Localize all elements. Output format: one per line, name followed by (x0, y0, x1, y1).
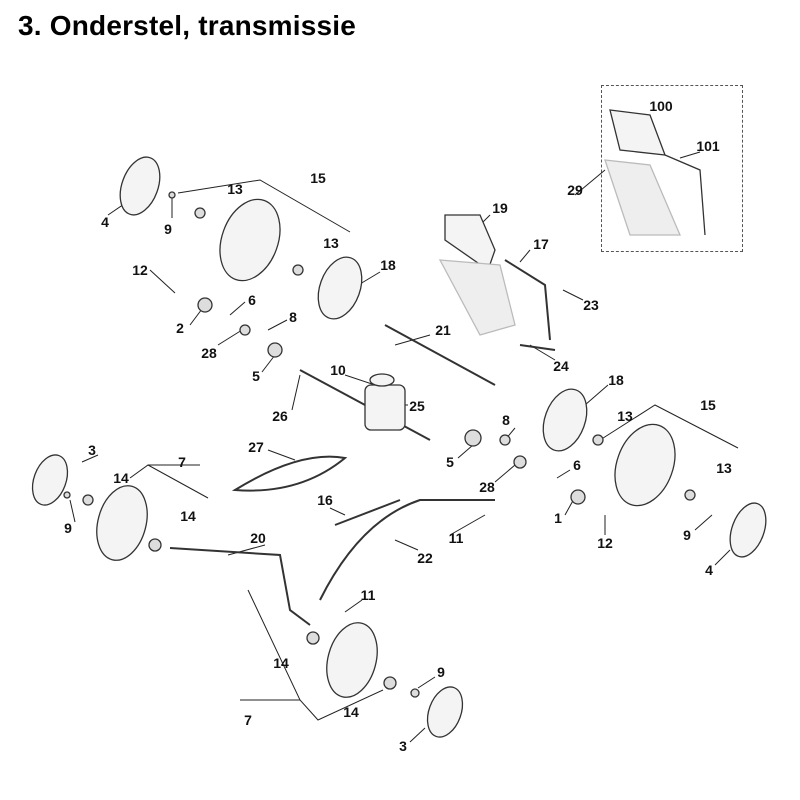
part-label: 28 (479, 479, 495, 495)
part-label: 4 (705, 562, 713, 578)
part-label: 27 (248, 439, 264, 455)
part-label: 9 (164, 221, 172, 237)
optional-parts-frame (601, 85, 743, 252)
part-label: 20 (250, 530, 266, 546)
gearbox (364, 373, 406, 431)
part-label: 5 (252, 368, 260, 384)
part-label: 8 (502, 412, 510, 428)
part-label: 26 (272, 408, 288, 424)
part-label: 22 (417, 550, 433, 566)
part-label: 15 (700, 397, 716, 413)
part-label: 8 (289, 309, 297, 325)
part-label: 12 (597, 535, 613, 551)
part-label: 23 (583, 297, 599, 313)
part-label: 2 (176, 320, 184, 336)
axles-and-brackets (169, 259, 556, 626)
part-label: 25 (409, 398, 425, 414)
part-label: 9 (683, 527, 691, 543)
part-label: 13 (227, 181, 243, 197)
part-label: 19 (492, 200, 508, 216)
part-label: 3 (88, 442, 96, 458)
part-label: 18 (608, 372, 624, 388)
part-label: 29 (567, 182, 583, 198)
part-label: 17 (533, 236, 549, 252)
part-label: 9 (437, 664, 445, 680)
part-label: 13 (323, 235, 339, 251)
part-label: 5 (446, 454, 454, 470)
part-label: 24 (553, 358, 569, 374)
part-label: 7 (178, 454, 186, 470)
page-title: 3. Onderstel, transmissie (18, 10, 357, 41)
part-label: 13 (617, 408, 633, 424)
part-label: 21 (435, 322, 451, 338)
part-label: 6 (248, 292, 256, 308)
part-label: 100 (649, 98, 673, 114)
part-label: 12 (132, 262, 148, 278)
part-label: 13 (716, 460, 732, 476)
part-label: 9 (64, 520, 72, 536)
part-label: 3 (399, 738, 407, 754)
part-label: 6 (573, 457, 581, 473)
small-parts (63, 191, 696, 698)
part-label: 14 (273, 655, 289, 671)
part-label: 7 (244, 712, 252, 728)
part-label: 11 (360, 587, 376, 603)
part-label: 14 (343, 704, 359, 720)
handle-brackets (438, 109, 706, 336)
part-label: 101 (696, 138, 720, 154)
part-label: 15 (310, 170, 326, 186)
wheels (31, 156, 767, 738)
part-label: 1 (554, 510, 562, 526)
part-label: 18 (380, 257, 396, 273)
part-label: 16 (317, 492, 333, 508)
part-label: 14 (113, 470, 129, 486)
part-label: 28 (201, 345, 217, 361)
part-label: 10 (330, 362, 346, 378)
part-label: 11 (448, 530, 464, 546)
part-label: 4 (101, 214, 109, 230)
part-label: 14 (180, 508, 196, 524)
